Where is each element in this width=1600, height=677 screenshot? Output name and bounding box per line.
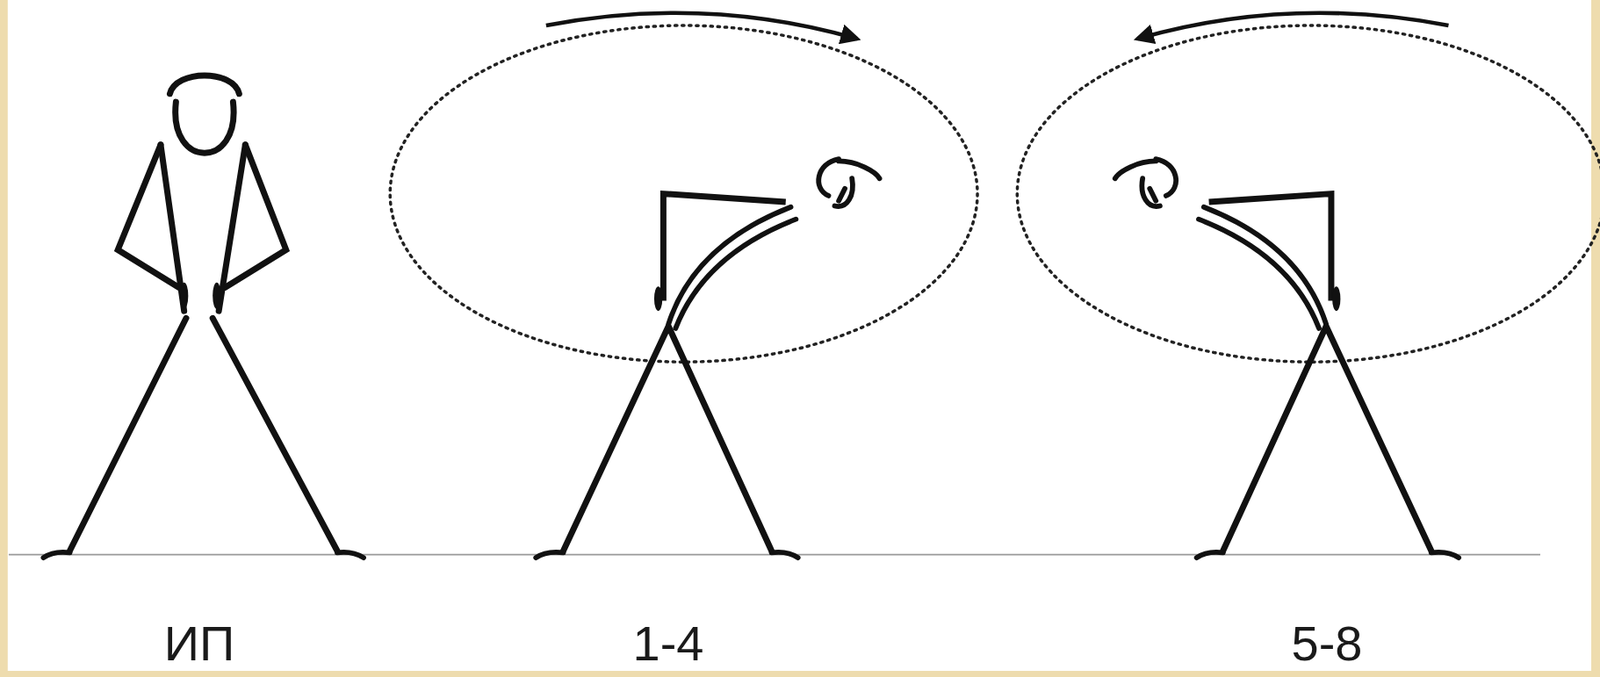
step-label: 5-8 (1291, 619, 1363, 669)
panel (7, 0, 1592, 671)
bending-left-figure (1016, 13, 1600, 558)
step-label: ИП (164, 619, 236, 669)
standing-figure (43, 75, 364, 558)
step-label: 1-4 (633, 619, 705, 669)
bending-right-figure (389, 13, 978, 558)
